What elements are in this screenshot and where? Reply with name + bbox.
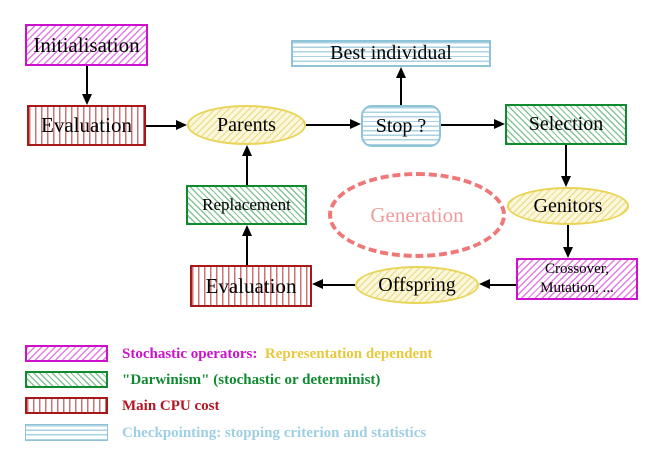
- node-evaluation-bottom: Evaluation: [190, 265, 312, 307]
- legend-swatch-checkpoint: [25, 424, 108, 441]
- node-parents-label: Parents: [217, 113, 276, 136]
- node-best-individual: Best individual: [291, 40, 491, 67]
- legend-label-checkpoint: Checkpointing: stopping criterion and st…: [122, 425, 427, 441]
- legend-label-stochastic: Stochastic operators:: [122, 346, 258, 362]
- node-crossover-label: Crossover,: [545, 261, 609, 278]
- node-offspring: Offspring: [355, 266, 479, 304]
- node-mutation-label: Mutation, ...: [540, 280, 614, 296]
- legend-row-stochastic: Stochastic operators: Representation dep…: [122, 346, 433, 363]
- node-genitors-label: Genitors: [533, 194, 603, 217]
- legend-label-darwinism: "Darwinism" (stochastic or determinist): [122, 372, 381, 388]
- node-generation-label: Generation: [370, 202, 464, 227]
- legend-swatch-stochastic: [25, 345, 108, 362]
- node-evaluation-top: Evaluation: [27, 105, 146, 146]
- node-selection-label: Selection: [528, 113, 604, 135]
- legend-swatch-cpu: [25, 397, 108, 414]
- node-evaluation-top-label: Evaluation: [41, 113, 132, 137]
- node-stop: Stop ?: [361, 105, 441, 147]
- node-offspring-label: Offspring: [378, 273, 456, 296]
- node-stop-label: Stop ?: [375, 114, 427, 137]
- node-parents: Parents: [187, 105, 306, 145]
- node-replacement-label: Replacement: [202, 195, 291, 214]
- node-genitors: Genitors: [507, 187, 629, 225]
- node-initialisation: Initialisation: [25, 24, 148, 66]
- legend-swatch-darwinism: [25, 371, 108, 388]
- node-evaluation-bottom-label: Evaluation: [205, 273, 297, 298]
- legend-label-representation: Representation dependent: [264, 346, 433, 362]
- node-selection: Selection: [505, 104, 627, 145]
- node-generation: Generation: [328, 172, 506, 258]
- node-replacement: Replacement: [186, 185, 307, 225]
- node-best-individual-label: Best individual: [330, 42, 452, 64]
- legend-label-cpu: Main CPU cost: [122, 398, 220, 414]
- node-initialisation-label: Initialisation: [33, 32, 140, 57]
- node-crossover-mutation: Crossover, Mutation, ...: [516, 258, 638, 300]
